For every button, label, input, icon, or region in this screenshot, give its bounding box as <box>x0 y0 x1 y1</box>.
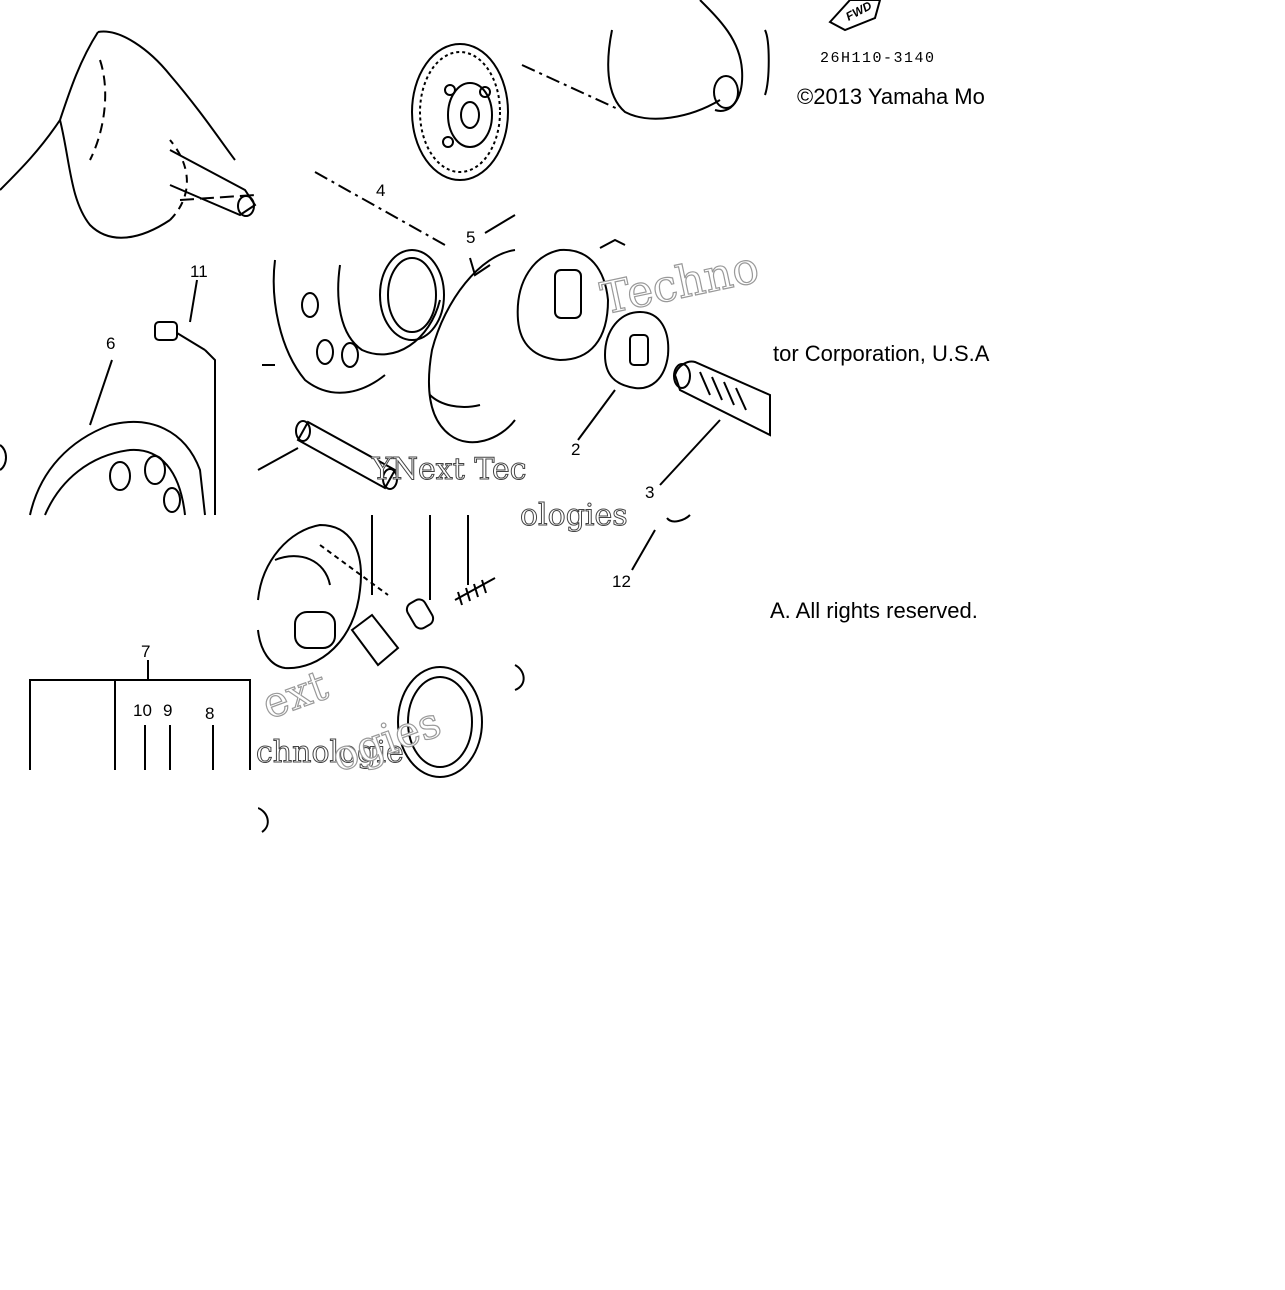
watermark-3: ologies <box>520 498 629 534</box>
callout-3: 3 <box>645 483 655 502</box>
part-code: 26H110-3140 <box>820 50 936 67</box>
gear-6-drawing <box>29 359 206 516</box>
watermark-5: chnologie <box>256 735 405 771</box>
copyright-line-3: A. All rights reserved. <box>770 598 978 623</box>
callout-8: 8 <box>205 704 215 723</box>
gear-2-drawing <box>577 310 670 441</box>
gear-4-drawing <box>411 43 509 181</box>
fwd-tag-drawing <box>828 0 882 32</box>
fragment-arc <box>514 664 525 691</box>
blank-tile-right <box>1030 0 1285 770</box>
blank-tile-center <box>258 840 515 1285</box>
callout-4: 4 <box>376 181 386 200</box>
fragment-arc-lower <box>257 807 269 833</box>
callout-12: 12 <box>612 572 631 591</box>
circlip-12-drawing <box>631 514 691 571</box>
shaft-3-drawing <box>659 360 771 486</box>
pin-drawing <box>257 420 398 490</box>
callout-7: 7 <box>141 642 151 661</box>
one-way-clutch-drawing <box>257 515 496 778</box>
callout-2: 2 <box>571 440 581 459</box>
clutch-housing-5-drawing <box>428 214 516 444</box>
copyright-line-1: ©2013 Yamaha Mo <box>797 84 985 109</box>
crankshaft-drawing <box>0 30 257 239</box>
watermark-1: YNext Tec <box>372 452 528 488</box>
gear-1-drawing <box>516 238 626 362</box>
callout-bracket-drawing <box>29 660 251 770</box>
callout-5: 5 <box>466 228 476 247</box>
copyright-line-2: tor Corporation, U.S.A <box>773 341 990 366</box>
starter-clutch-gear-drawing <box>262 171 446 394</box>
blank-tile-bottom <box>515 770 1285 1285</box>
callout-6: 6 <box>106 334 116 353</box>
blank-tile-left <box>0 770 258 1285</box>
callout-11: 11 <box>190 262 208 281</box>
bolt-11-drawing <box>154 279 216 515</box>
fragment-arc-left <box>0 444 7 471</box>
callout-9: 9 <box>163 701 173 720</box>
starter-motor-drawing <box>521 0 770 120</box>
callout-10: 10 <box>133 701 152 720</box>
